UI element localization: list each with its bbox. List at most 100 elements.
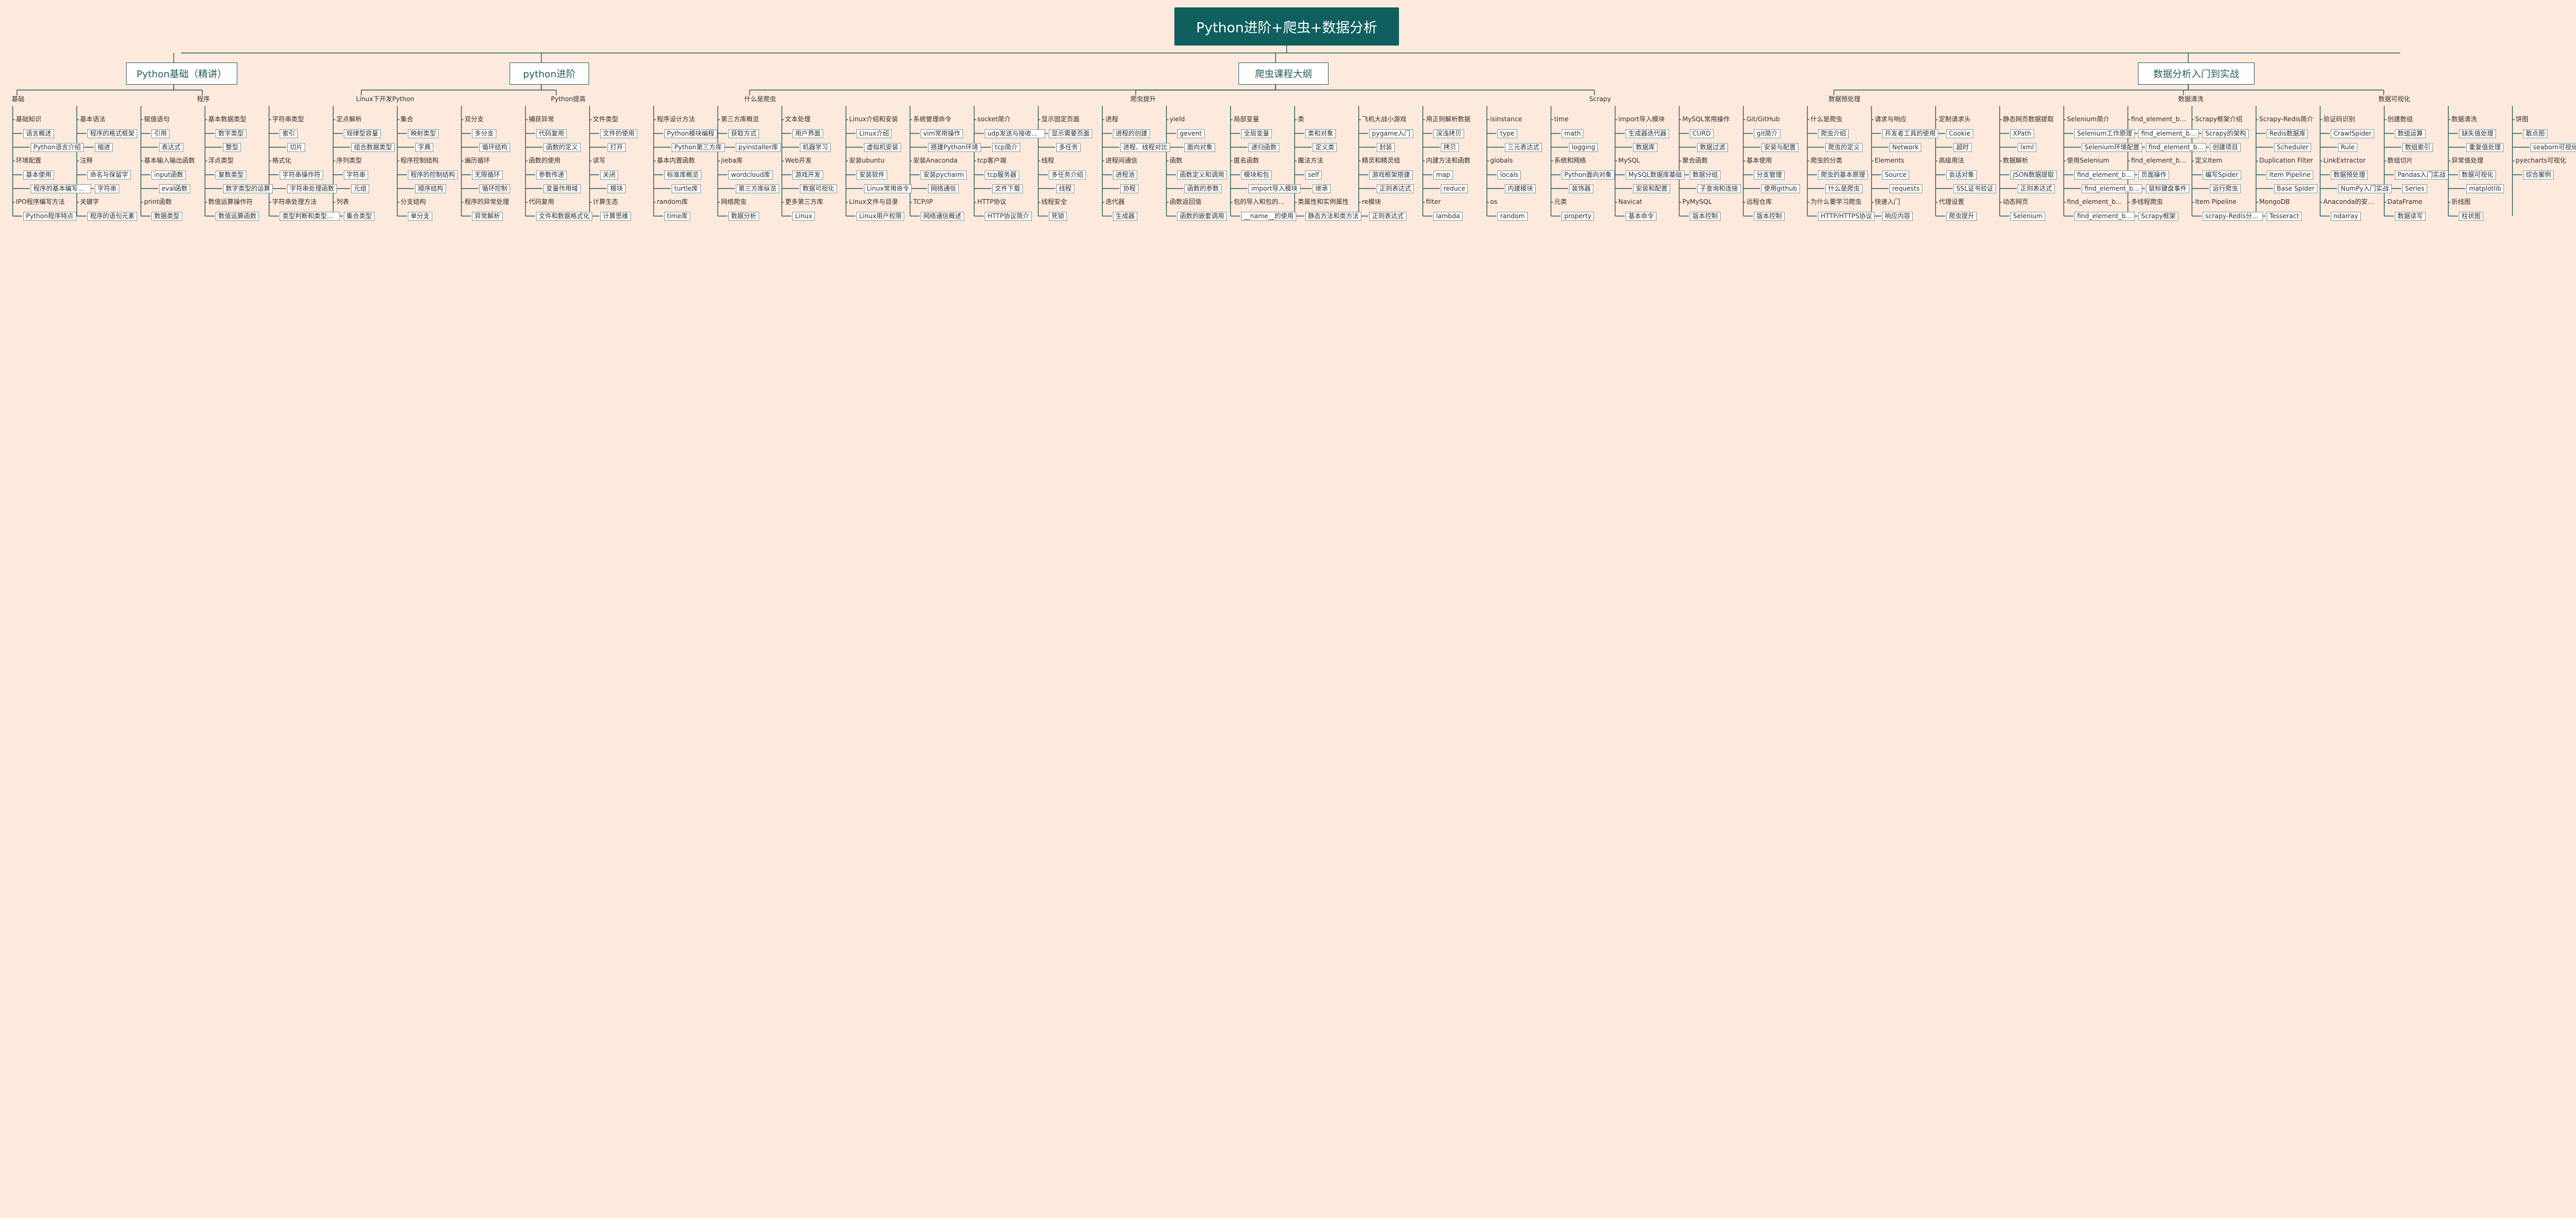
mindmap-node[interactable]: 虚拟机安装 <box>864 143 902 152</box>
mindmap-node[interactable]: vim常用操作 <box>921 129 964 138</box>
mindmap-node[interactable]: XPath <box>2010 129 2034 138</box>
mindmap-node[interactable]: 基本使用 <box>1746 157 1772 164</box>
mindmap-node[interactable]: 数值运算操作符 <box>208 198 253 205</box>
mindmap-node[interactable]: 类属性和实例属性 <box>1298 198 1349 205</box>
mindmap-node[interactable]: 安装与配置 <box>1761 143 1799 152</box>
mindmap-node[interactable]: 数据过滤 <box>1697 143 1728 152</box>
mindmap-node[interactable]: 正则表达式 <box>1369 212 1407 221</box>
mindmap-node[interactable]: 远程仓库 <box>1746 198 1772 205</box>
mindmap-node[interactable]: 基本使用 <box>23 171 55 180</box>
mindmap-node[interactable]: 快速入门 <box>1875 198 1901 205</box>
mindmap-node[interactable]: 字符串操作符 <box>280 171 324 180</box>
mindmap-node[interactable]: 系统和网络 <box>1554 157 1586 164</box>
mindmap-node[interactable]: 读写 <box>593 157 606 164</box>
mindmap-node[interactable]: 表达式 <box>159 143 184 152</box>
mindmap-node[interactable]: 安装Anaconda <box>913 157 958 164</box>
mindmap-node[interactable]: matplotlib <box>2466 184 2504 193</box>
mindmap-node[interactable]: jieba库 <box>721 157 743 164</box>
mindmap-node[interactable]: os <box>1490 198 1498 205</box>
mindmap-node[interactable]: 爬虫的分类 <box>1811 157 1843 164</box>
mindmap-node[interactable]: 饼图 <box>2516 115 2529 123</box>
mindmap-node[interactable]: 元组 <box>351 184 370 193</box>
mindmap-node[interactable]: 引用 <box>151 129 170 138</box>
mindmap-node[interactable]: random <box>1498 212 1528 221</box>
mindmap-node[interactable]: 函数返回值 <box>1170 198 1202 205</box>
mindmap-node[interactable]: find_element_by_id() <box>2074 171 2135 180</box>
mindmap-node[interactable]: 数据分组 <box>1690 171 1721 180</box>
mindmap-node[interactable]: 数据分析 <box>728 212 760 221</box>
mindmap-node[interactable]: filter <box>1426 198 1441 205</box>
mindmap-node[interactable]: 线程 <box>1041 157 1055 164</box>
mindmap-node[interactable]: re模块 <box>1362 198 1381 205</box>
mindmap-node[interactable]: Python面向对象 <box>1562 171 1615 180</box>
mindmap-node[interactable]: pyinstaller库 <box>736 143 781 152</box>
mindmap-node[interactable]: 语言概述 <box>23 129 55 138</box>
mindmap-node[interactable]: Selenium工作原理 <box>2074 129 2135 138</box>
mindmap-node[interactable]: 多线程爬虫 <box>2131 198 2163 205</box>
mindmap-node[interactable]: 异常值处理 <box>2452 157 2484 164</box>
group-head[interactable]: 程序 <box>197 95 210 103</box>
mindmap-node[interactable]: 飞机大战小游戏 <box>1362 115 1407 123</box>
mindmap-node[interactable]: 关闭 <box>600 171 619 180</box>
mindmap-node[interactable]: 缺失值处理 <box>2459 129 2497 138</box>
mindmap-node[interactable]: 数据类型 <box>151 212 183 221</box>
mindmap-node[interactable]: 无限循环 <box>472 171 503 180</box>
mindmap-node[interactable]: 验证码识别 <box>2323 115 2356 123</box>
mindmap-node[interactable]: 赋值语句 <box>144 115 170 123</box>
mindmap-node[interactable]: Pandas入门实战 <box>2395 171 2448 180</box>
mindmap-node[interactable]: Anaconda的安装和使用 <box>2323 198 2378 205</box>
mindmap-node[interactable]: import导入模块 <box>1618 115 1665 123</box>
mindmap-node[interactable]: 使用Selenium <box>2067 157 2109 164</box>
mindmap-node[interactable]: LinkExtractor <box>2323 157 2366 164</box>
mindmap-node[interactable]: 函数的参数 <box>1184 184 1222 193</box>
branch-python-basics[interactable]: Python基础（精讲） <box>126 62 237 85</box>
mindmap-node[interactable]: 字典 <box>415 143 434 152</box>
mindmap-node[interactable]: Linux文件与目录 <box>849 198 898 205</box>
mindmap-node[interactable]: Web开发 <box>785 157 812 164</box>
mindmap-node[interactable]: 精灵和精灵组 <box>1362 157 1401 164</box>
mindmap-node[interactable]: MySQL数据库基础 <box>1626 171 1685 180</box>
mindmap-node[interactable]: 运行爬虫 <box>2210 184 2241 193</box>
mindmap-node[interactable]: 数据可视化 <box>800 184 837 193</box>
mindmap-node[interactable]: Selenium <box>2010 212 2045 221</box>
mindmap-node[interactable]: 正则表达式 <box>2018 184 2055 193</box>
mindmap-node[interactable]: property <box>1562 212 1594 221</box>
mindmap-node[interactable]: 线程安全 <box>1041 198 1067 205</box>
mindmap-node[interactable]: 继承 <box>1313 184 1331 193</box>
mindmap-node[interactable]: tcp服务器 <box>985 171 1019 180</box>
mindmap-node[interactable]: turtle库 <box>672 184 701 193</box>
branch-python-advanced[interactable]: python进阶 <box>510 62 589 85</box>
mindmap-node[interactable]: print函数 <box>144 198 172 205</box>
mindmap-node[interactable]: isinstance <box>1490 115 1522 123</box>
mindmap-node[interactable]: 单分支 <box>408 212 433 221</box>
mindmap-node[interactable]: 程序控制结构 <box>400 157 439 164</box>
mindmap-node[interactable]: Source <box>1882 171 1910 180</box>
mindmap-node[interactable]: self <box>1305 171 1322 180</box>
mindmap-node[interactable]: 页面操作 <box>2138 171 2170 180</box>
mindmap-node[interactable]: 机器学习 <box>800 143 831 152</box>
mindmap-node[interactable]: 柱状图 <box>2459 212 2484 221</box>
mindmap-node[interactable]: __name__的使用 <box>1241 212 1297 221</box>
mindmap-node[interactable]: 游戏开发 <box>792 171 824 180</box>
mindmap-node[interactable]: 安装ubuntu <box>849 157 885 164</box>
mindmap-node[interactable]: ndarray <box>2331 212 2361 221</box>
mindmap-node[interactable]: 线程 <box>1056 184 1075 193</box>
mindmap-node[interactable]: yield <box>1170 115 1185 123</box>
mindmap-node[interactable]: git简介 <box>1754 129 1780 138</box>
mindmap-node[interactable]: Cookie <box>1946 129 1973 138</box>
mindmap-node[interactable]: 请求与响应 <box>1875 115 1907 123</box>
mindmap-node[interactable]: 三元表达式 <box>1505 143 1543 152</box>
group-head[interactable]: Python提高 <box>551 95 586 103</box>
mindmap-node[interactable]: 代码复用 <box>536 129 567 138</box>
mindmap-node[interactable]: Scrapy的架构 <box>2203 129 2249 138</box>
mindmap-node[interactable]: logging <box>1569 143 1598 152</box>
mindmap-node[interactable]: 动态网页 <box>2003 198 2029 205</box>
mindmap-node[interactable]: MySQL常用操作 <box>1682 115 1730 123</box>
mindmap-node[interactable]: find_element_by_link_text() <box>2074 212 2135 221</box>
mindmap-node[interactable]: 进程、线程对比 <box>1120 143 1171 152</box>
mindmap-node[interactable]: 数据清洗 <box>2452 115 2477 123</box>
mindmap-node[interactable]: 死锁 <box>1049 212 1067 221</box>
mindmap-node[interactable]: 索引 <box>280 129 298 138</box>
mindmap-node[interactable]: 面向对象 <box>1184 143 1216 152</box>
mindmap-node[interactable]: Python语言介绍 <box>31 143 84 152</box>
